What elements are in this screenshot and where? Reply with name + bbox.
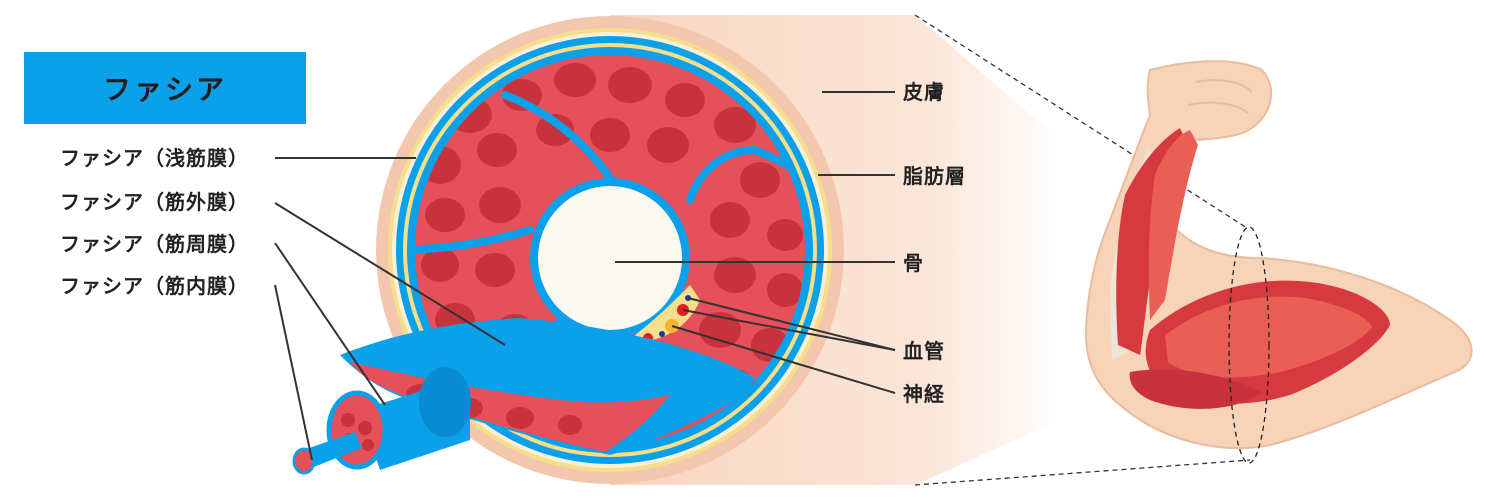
muscle-bundle bbox=[326, 367, 471, 470]
page-title: ファシア bbox=[102, 73, 227, 106]
arm-section-marker bbox=[1228, 226, 1270, 464]
label-blood-vessel: 血管 bbox=[903, 339, 945, 363]
label-superficial-fascia: ファシア（浅筋膜） bbox=[60, 146, 249, 170]
epimysium-peeled-sheet bbox=[340, 318, 755, 455]
projection-line-top bbox=[914, 14, 1248, 229]
title-box: ファシア bbox=[24, 52, 306, 124]
label-perimysium: ファシア（筋周膜） bbox=[60, 232, 249, 256]
projection-line-bottom bbox=[914, 459, 1251, 486]
bone bbox=[538, 186, 682, 330]
label-epimysium: ファシア（筋外膜） bbox=[60, 190, 249, 214]
label-skin: 皮膚 bbox=[903, 80, 945, 104]
label-nerve: 神経 bbox=[903, 382, 945, 406]
label-fat-layer: 脂肪層 bbox=[903, 164, 966, 188]
label-endomysium: ファシア（筋内膜） bbox=[60, 274, 249, 298]
label-bone: 骨 bbox=[903, 251, 924, 275]
leader-lines-right bbox=[615, 91, 896, 394]
flexed-arm bbox=[1084, 60, 1473, 464]
leader-lines-left bbox=[274, 157, 506, 461]
muscle-fiber-tube bbox=[292, 432, 362, 475]
